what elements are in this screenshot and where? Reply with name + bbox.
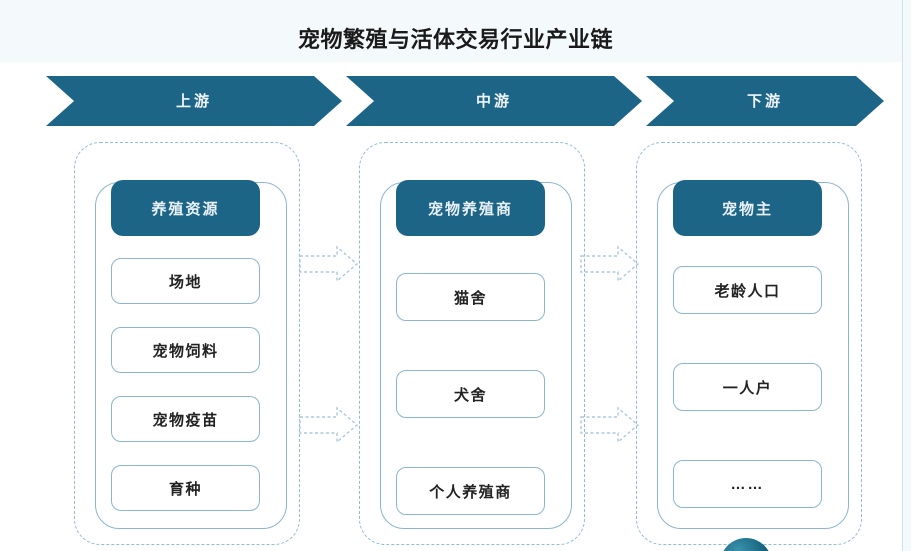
decorative-bubble	[720, 538, 772, 551]
column-header-upstream[interactable]: 养殖资源	[111, 180, 260, 236]
header-background-strip	[0, 0, 911, 62]
stage-label-upstream: 上游	[175, 92, 212, 110]
page-title: 宠物繁殖与活体交易行业产业链	[297, 27, 613, 52]
column-dashed-outline-midstream	[359, 142, 585, 545]
list-item[interactable]: 育种	[111, 465, 260, 511]
column-upstream: 养殖资源 场地 宠物饲料 宠物疫苗 育种	[74, 142, 300, 551]
stage-chevron-downstream[interactable]: 下游	[646, 76, 884, 126]
list-item[interactable]: 猫舍	[396, 273, 545, 321]
column-header-midstream[interactable]: 宠物养殖商	[396, 180, 545, 236]
list-item[interactable]: 场地	[111, 258, 260, 304]
list-item[interactable]: 宠物饲料	[111, 327, 260, 373]
stage-banner: 上游 中游 下游	[46, 76, 884, 126]
list-item[interactable]: 宠物疫苗	[111, 396, 260, 442]
list-item[interactable]: 一人户	[673, 363, 822, 411]
connector-arrow-midstream-downstream-top	[580, 245, 640, 283]
list-item[interactable]: 个人养殖商	[396, 467, 545, 515]
list-item[interactable]: 老龄人口	[673, 266, 822, 314]
stage-chevron-midstream[interactable]: 中游	[346, 76, 642, 126]
connector-arrow-midstream-downstream-bottom	[580, 406, 640, 444]
column-dashed-outline-upstream	[74, 142, 300, 545]
connector-arrow-upstream-midstream-top	[299, 245, 359, 283]
column-midstream: 宠物养殖商 猫舍 犬舍 个人养殖商	[359, 142, 585, 551]
stage-label-downstream: 下游	[746, 92, 783, 110]
right-divider-rule	[902, 0, 903, 551]
list-item[interactable]: 犬舍	[396, 370, 545, 418]
column-header-downstream[interactable]: 宠物主	[673, 180, 822, 236]
column-downstream: 宠物主 老龄人口 一人户 ……	[636, 142, 862, 551]
right-background-strip	[902, 0, 911, 551]
list-item[interactable]: ……	[673, 460, 822, 508]
connector-arrow-upstream-midstream-bottom	[299, 406, 359, 444]
stage-label-midstream: 中游	[475, 92, 512, 110]
stage-chevron-upstream[interactable]: 上游	[46, 76, 342, 126]
